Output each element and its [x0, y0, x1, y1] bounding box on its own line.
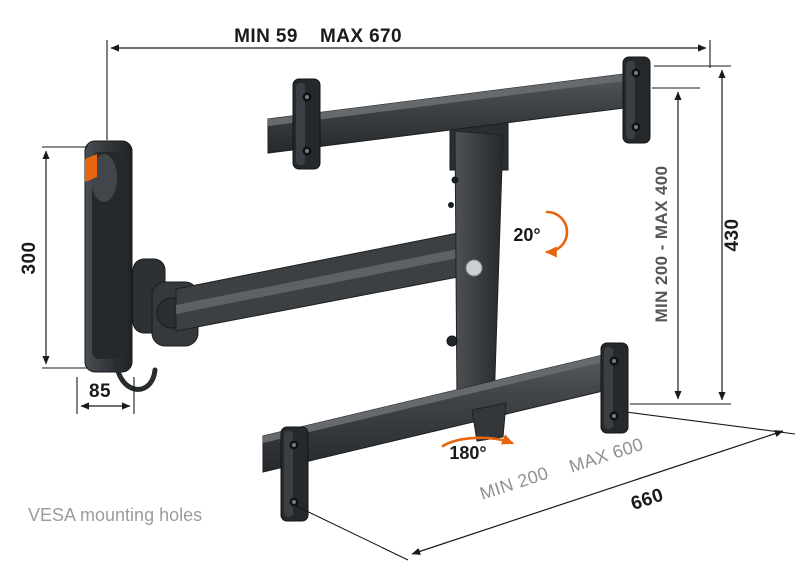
screw-head [612, 359, 616, 363]
swivel-angle-annotation: 180° [441, 434, 514, 463]
dimension-annotations: MIN 59 MAX 670 300 85 430 MIN [19, 26, 796, 561]
orange-release-clip-icon [85, 154, 97, 182]
dim-label-total-height: 430 [722, 219, 743, 252]
screw-head [305, 149, 309, 153]
dimension-line [411, 430, 784, 555]
endcap-face [296, 83, 305, 165]
screw-icon [448, 202, 454, 208]
rail-hook-bracket [471, 402, 507, 442]
cable-strap [113, 359, 158, 392]
swivel-angle-label: 180° [449, 443, 486, 463]
wall-plate [84, 140, 158, 392]
dim-plate-height: 300 [19, 146, 88, 369]
mount-drawing [84, 56, 651, 522]
brand-logo-badge [465, 259, 483, 277]
top-rail-right-endcap [622, 56, 651, 144]
wall-plate-recess [92, 152, 123, 359]
screw-head [292, 443, 296, 447]
adjustment-knob-icon [446, 335, 458, 347]
dim-label-vesa-vertical-range: MIN 200 - MAX 400 [652, 165, 671, 322]
endcap-face [284, 431, 293, 517]
extension-line [291, 503, 409, 561]
screw-head [634, 125, 638, 129]
bottom-rail-top-face [263, 351, 620, 443]
vesa-mounting-holes-note: VESA mounting holes [28, 505, 202, 525]
endcap-face [604, 347, 613, 429]
dim-label-rail-width: 660 [628, 485, 666, 515]
dim-vesa-vertical-range: MIN 200 - MAX 400 [652, 87, 700, 400]
screw-head [612, 414, 616, 418]
top-rail-left-endcap [292, 78, 321, 170]
endcap-face [626, 61, 635, 139]
dim-extension-span: MIN 59 MAX 670 [106, 26, 711, 140]
dim-total-height: 430 [630, 65, 743, 405]
bottom-rail-right-endcap [600, 342, 629, 434]
top-rail [267, 56, 651, 170]
tilt-angle-annotation: 20° [513, 210, 569, 258]
dim-label-plate-height: 300 [19, 242, 40, 275]
arm-highlight-stripe [176, 249, 458, 314]
screw-head [305, 95, 309, 99]
dim-label-vesa-width-max: MAX 600 [567, 434, 646, 477]
top-rail-top-face [268, 72, 640, 126]
dim-label-extension-min: MIN 59 [234, 26, 298, 47]
tilt-angle-label: 20° [513, 225, 540, 245]
articulated-arm [132, 232, 459, 347]
vertical-column [446, 121, 509, 407]
screw-head [292, 500, 296, 504]
tilt-rotation-arrow-icon [545, 210, 569, 258]
screw-head [634, 71, 638, 75]
dim-label-plate-depth: 85 [89, 381, 111, 402]
bottom-rail-left-endcap [280, 426, 309, 522]
dim-label-vesa-width-min: MIN 200 [477, 463, 551, 504]
screw-icon [451, 176, 459, 184]
wall-plate-highlight [91, 154, 117, 202]
extension-line [625, 411, 796, 435]
dim-label-extension-max: MAX 670 [320, 26, 402, 47]
dim-plate-depth: 85 [76, 377, 135, 414]
bottom-rail [262, 342, 629, 522]
